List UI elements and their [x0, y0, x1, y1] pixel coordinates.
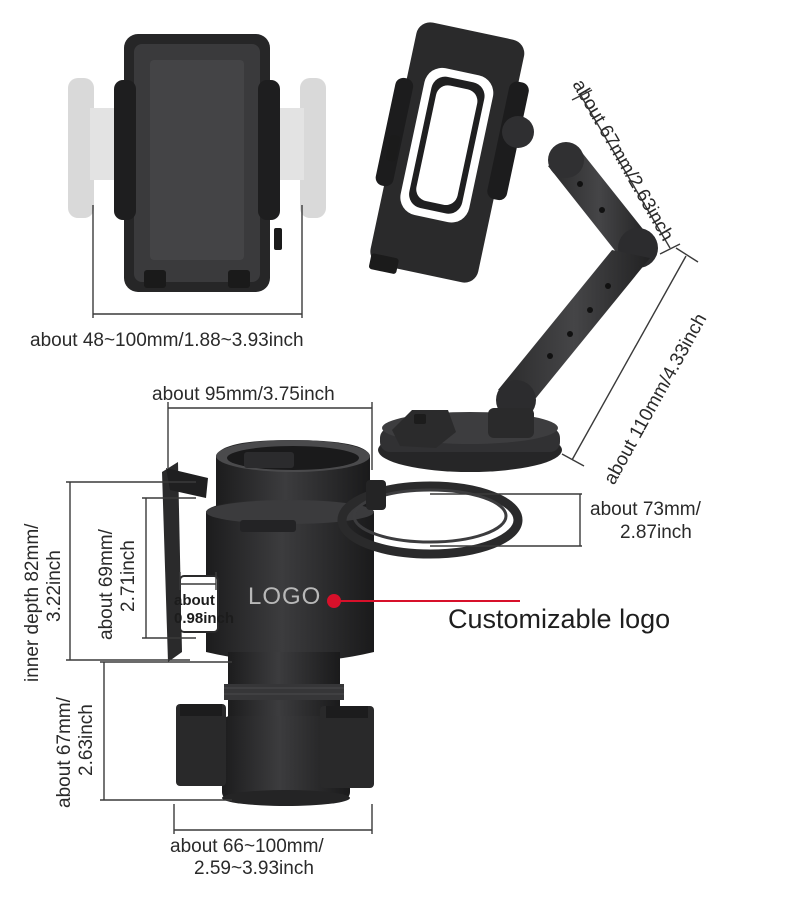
- tray-diameter-label-2: 2.87inch: [620, 522, 692, 543]
- base-width-label-2: 2.59~3.93inch: [194, 858, 314, 879]
- logo-callout: [327, 594, 520, 608]
- phone-clamp-width-label: about 48~100mm/1.88~3.93inch: [30, 330, 304, 351]
- cup-holder-body: [162, 440, 523, 806]
- cup-top-width-label: about 95mm/3.75inch: [152, 384, 335, 405]
- base-height-label-2: 2.63inch: [76, 704, 97, 776]
- tray-diameter-label-1: about 73mm/: [590, 499, 701, 520]
- base-height-label-1: about 67mm/: [54, 697, 75, 808]
- arm-dimension-lines: [561, 89, 699, 467]
- phone-holder-on-arm: [369, 22, 658, 472]
- slot-width-label-2: 0.98inch: [174, 610, 235, 627]
- slot-height-label-1: about 69mm/: [96, 529, 117, 640]
- phone-holder-front-view: [68, 34, 326, 292]
- slot-height-label-2: 2.71inch: [118, 540, 139, 612]
- inner-depth-label-2: 3.22inch: [44, 550, 65, 622]
- cup-dimension-lines: [66, 402, 582, 834]
- inner-depth-label-1: inner depth 82mm/: [22, 523, 43, 682]
- phone-width-dimension-line: [92, 205, 303, 318]
- base-width-label-1: about 66~100mm/: [170, 836, 324, 857]
- customizable-logo-label: Customizable logo: [448, 604, 671, 634]
- slot-width-label-1: about: [174, 592, 215, 609]
- logo-print-area: LOGO: [248, 583, 322, 610]
